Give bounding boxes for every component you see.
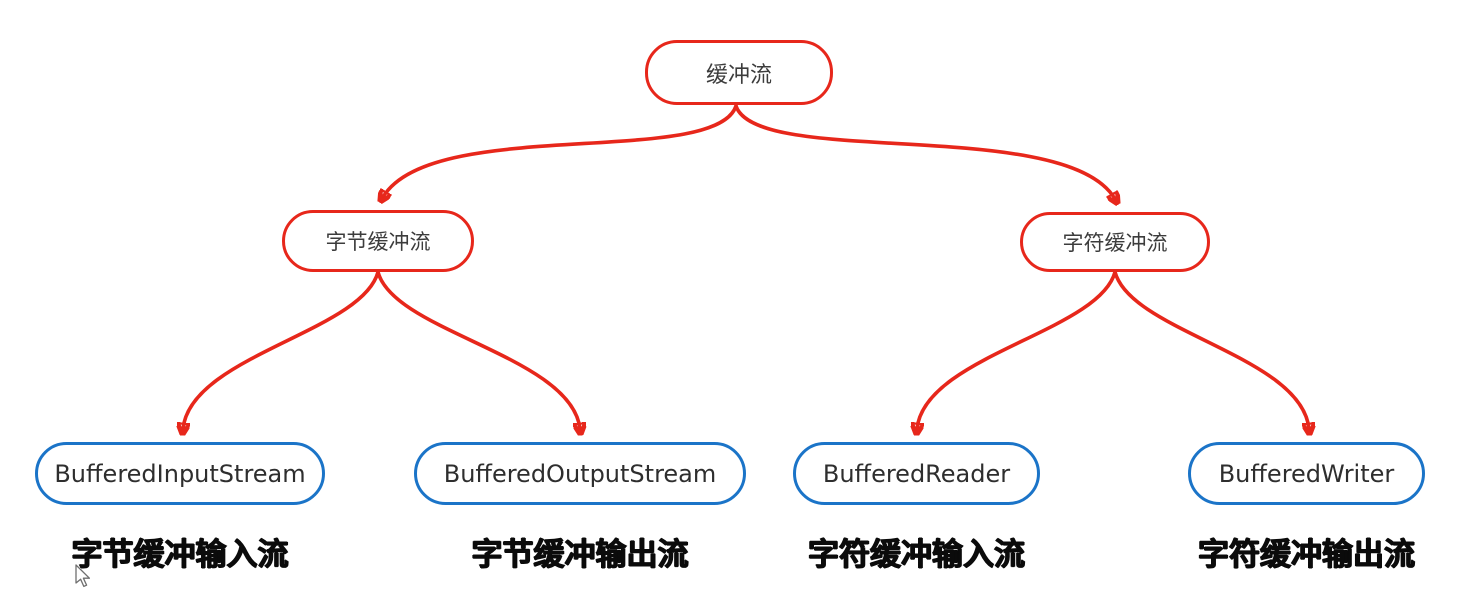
node-buffered-reader-label: BufferedReader [822, 459, 1011, 488]
node-buffered-writer: BufferedWriter [1188, 442, 1425, 505]
arrow-byte-to-input [183, 270, 380, 429]
node-buffered-output-stream-label: BufferedOutputStream [443, 459, 717, 488]
arrow-char-to-writer [1113, 270, 1309, 429]
node-buffered-reader: BufferedReader [793, 442, 1040, 505]
mouse-cursor-icon [75, 564, 91, 588]
caption-char-buffered-output: 字符缓冲输出流 [1198, 537, 1415, 573]
node-buffered-output-stream: BufferedOutputStream [414, 442, 746, 505]
node-buffered-writer-label: BufferedWriter [1218, 459, 1395, 488]
node-char-buffered-stream: 字符缓冲流 [1020, 212, 1210, 272]
node-byte-buffered-stream-label: 字节缓冲流 [325, 230, 431, 254]
node-buffered-stream-label: 缓冲流 [705, 62, 772, 88]
arrow-byte-to-output [376, 270, 580, 429]
node-buffered-input-stream-label: BufferedInputStream [54, 459, 306, 488]
node-char-buffered-stream-label: 字符缓冲流 [1062, 231, 1168, 255]
caption-byte-buffered-output: 字节缓冲输出流 [471, 537, 689, 573]
caption-char-buffered-input: 字符缓冲输入流 [808, 537, 1025, 573]
node-buffered-stream: 缓冲流 [645, 40, 833, 105]
arrow-char-to-reader [917, 270, 1117, 429]
arrow-root-to-byte [383, 104, 738, 197]
arrow-root-to-char [734, 104, 1115, 199]
caption-byte-buffered-input: 字节缓冲输入流 [71, 537, 289, 573]
node-buffered-input-stream: BufferedInputStream [35, 442, 325, 505]
node-byte-buffered-stream: 字节缓冲流 [282, 210, 474, 272]
